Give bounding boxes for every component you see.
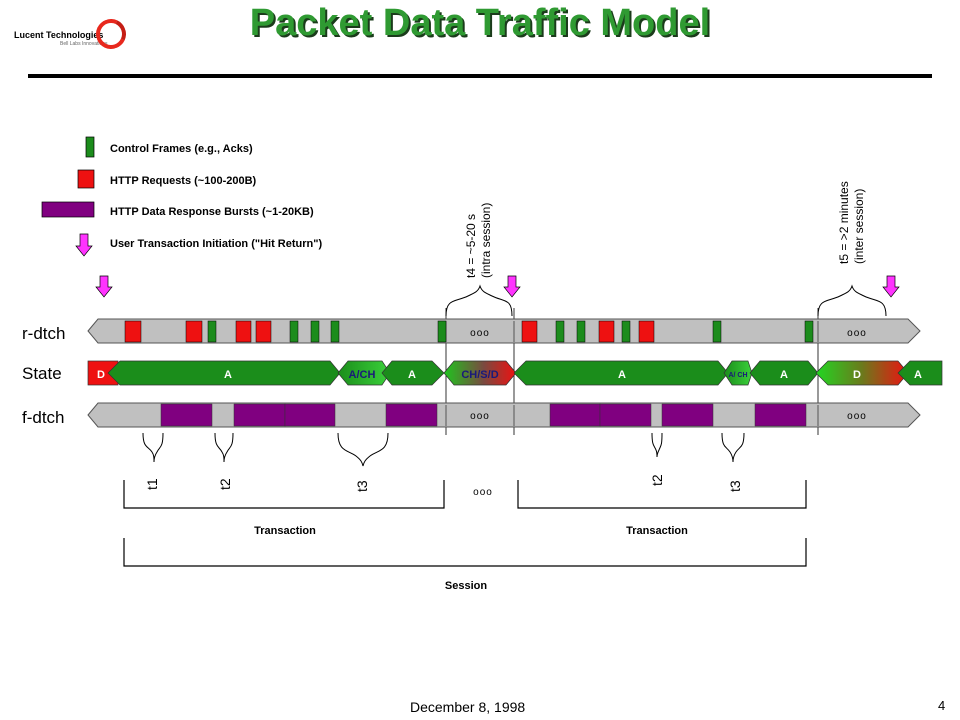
legend-label-request: HTTP Requests (~100-200B) [110,175,257,187]
control-frame [804,320,814,343]
state-label: A [408,369,416,381]
state-label: A/CH [349,369,376,381]
ellipsis: ooo [847,328,867,339]
transaction-initiation-arrow [882,275,900,298]
data-burst [661,403,714,427]
f-dtch-bursts [160,403,807,427]
data-burst [233,403,286,427]
legend-label-burst: HTTP Data Response Bursts (~1-20KB) [110,206,314,218]
company-logo: Lucent Technologies [14,30,104,40]
state-row-label: State [22,364,62,383]
t1-interval-brace [142,432,164,463]
transaction-label: Transaction [254,525,316,537]
ellipsis: ooo [470,328,490,339]
http-request-frame [235,320,252,343]
state-label: A [914,369,922,381]
data-burst [754,403,807,427]
http-request-frame [124,320,142,343]
transaction-initiation-legend-icon [75,233,93,257]
t3-interval-brace [721,432,745,463]
session-label: Session [445,580,487,592]
t3-interval-label: t3 [727,480,743,492]
data-burst [160,403,213,427]
http-request-frame [521,320,538,343]
control-frame [207,320,217,343]
r-dtch-frames [124,320,814,343]
t1-interval-label: t1 [144,478,160,490]
t5-interval-label: t5 = >2 minutes [837,181,851,264]
state-label: A [618,369,626,381]
state-segment-active [897,360,943,386]
t4-interval-sublabel: (intra session) [479,203,493,278]
transaction-bracket [517,480,807,509]
t2-interval-brace [214,432,234,463]
company-logo-tagline: Bell Labs Innovations [60,41,108,47]
control-frame [576,320,586,343]
data-burst [599,403,652,427]
state-label: A [780,369,788,381]
data-burst [284,403,336,427]
legend-label-control: Control Frames (e.g., Acks) [110,143,253,155]
t4-interval-brace [445,284,513,317]
data-burst [549,403,601,427]
state-label: CH/S/D [461,369,498,381]
r-dtch-label: r-dtch [22,324,65,343]
http-request-frame [185,320,203,343]
t3-interval-brace [337,432,389,467]
data-burst-legend-icon [41,201,95,218]
page-number: 4 [938,698,946,713]
legend: Control Frames (e.g., Acks) HTTP Request… [41,136,322,257]
transaction-initiation-arrow [95,275,113,298]
control-frame [621,320,631,343]
control-frame [555,320,565,343]
page-title: Packet Data Traffic Model [249,2,711,44]
t2-interval-label: t2 [649,474,665,486]
transaction-initiation-arrow [503,275,521,298]
http-request-frame [638,320,655,343]
state-label: A/ CH [728,372,747,379]
t4-interval-label: t4 = ~5-20 s [464,214,478,278]
t5-interval-sublabel: (inter session) [852,189,866,264]
http-request-legend-icon [77,169,95,189]
control-frame-legend-icon [85,136,95,158]
transaction-label: Transaction [626,525,688,537]
data-burst [385,403,438,427]
control-frame [712,320,722,343]
ellipsis: ooo [470,411,490,422]
title-divider [28,74,932,78]
state-label: D [97,369,105,381]
t5-interval-brace [817,284,887,317]
ellipsis: ooo [473,487,493,498]
t2-interval-brace [651,432,663,458]
state-segment-dormant-transition [815,360,909,386]
control-frame [289,320,299,343]
ellipsis: ooo [847,411,867,422]
state-label: D [853,369,861,381]
t3-interval-label: t3 [354,480,370,492]
state-label: A [224,369,232,381]
footer-date: December 8, 1998 [410,699,526,715]
control-frame [437,320,447,343]
session-bracket [123,538,807,567]
transaction-bracket [123,480,445,509]
legend-label-initiation: User Transaction Initiation ("Hit Return… [110,238,322,250]
state-bar: D A A/CH A CH/S/D A A/ CH A D A [87,360,943,386]
t2-interval-label: t2 [217,478,233,490]
http-request-frame [255,320,272,343]
control-frame [310,320,320,343]
http-request-frame [598,320,615,343]
control-frame [330,320,340,343]
f-dtch-label: f-dtch [22,408,65,427]
